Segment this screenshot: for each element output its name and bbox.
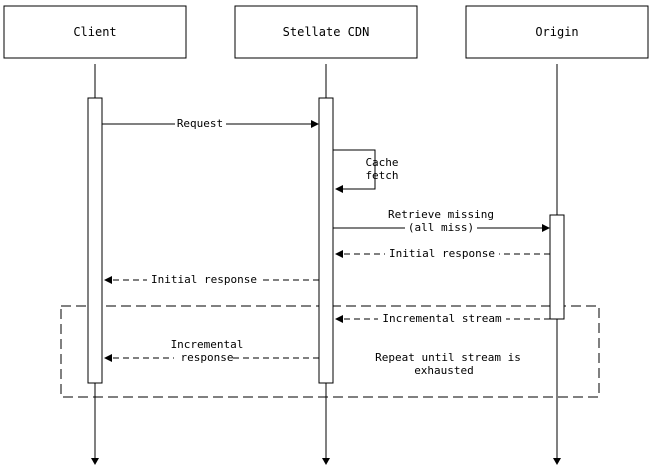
message-request-label: Request	[177, 117, 223, 130]
lifeline-end-origin	[553, 458, 561, 465]
participant-cdn-label: Stellate CDN	[283, 25, 370, 39]
message-initial-response-origin: Initial response	[335, 247, 550, 260]
activation-client	[87, 97, 103, 384]
message-incremental-response-label-2: response	[181, 351, 234, 364]
lifeline-end-client	[91, 458, 99, 465]
participant-client-label: Client	[73, 25, 116, 39]
loop-label: Repeat until stream is exhausted	[375, 351, 521, 377]
message-request: Request	[102, 117, 319, 130]
message-incremental-stream: Incremental stream	[335, 312, 550, 325]
message-incremental-response-label-1: Incremental	[171, 338, 244, 351]
message-initial-response-client-label: Initial response	[151, 273, 257, 286]
lifeline-end-cdn	[322, 458, 330, 465]
loop-label-line-1: Repeat until stream is	[375, 351, 521, 364]
participant-cdn: Stellate CDN	[234, 5, 418, 59]
message-retrieve-missing-label-1: Retrieve missing	[388, 208, 494, 221]
message-cache-fetch-label-2: fetch	[365, 169, 398, 182]
message-cache-fetch: Cache fetch	[333, 149, 399, 193]
activation-origin	[549, 214, 565, 320]
message-retrieve-missing: Retrieve missing (all miss)	[333, 208, 550, 234]
loop-label-line-2: exhausted	[414, 364, 474, 377]
message-initial-response-origin-label: Initial response	[389, 247, 495, 260]
participant-client: Client	[3, 5, 187, 59]
message-initial-response-client: Initial response	[104, 273, 319, 286]
activation-cdn	[318, 97, 334, 384]
message-incremental-stream-label: Incremental stream	[382, 312, 502, 325]
message-retrieve-missing-label-2: (all miss)	[408, 221, 474, 234]
message-cache-fetch-label-1: Cache	[365, 156, 398, 169]
participant-origin: Origin	[465, 5, 649, 59]
participant-origin-label: Origin	[535, 25, 578, 39]
message-incremental-response: Incremental response	[104, 338, 319, 364]
